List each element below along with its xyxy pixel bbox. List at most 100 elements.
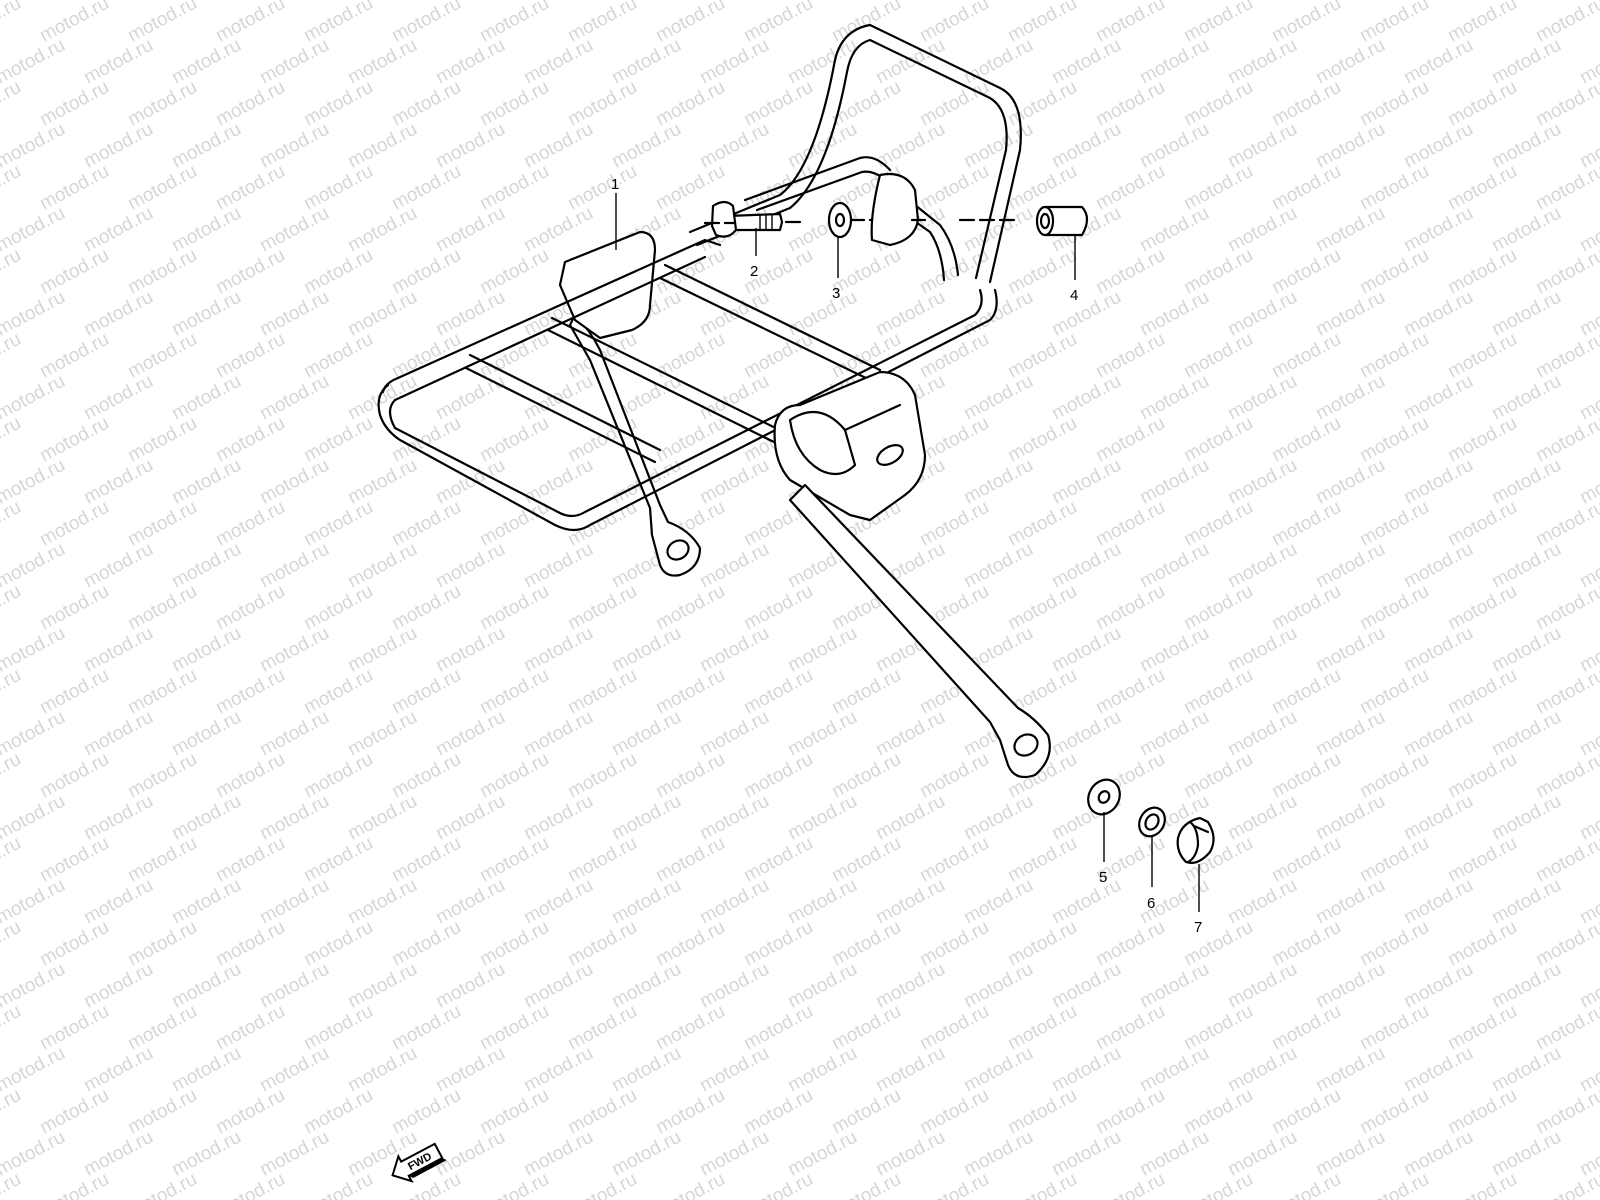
watermark-text: motod.ru bbox=[0, 0, 25, 46]
watermark-text: motod.ru bbox=[476, 749, 552, 803]
watermark-text: motod.ru bbox=[256, 455, 332, 509]
watermark-text: motod.ru bbox=[1444, 665, 1520, 719]
watermark-text: motod.ru bbox=[432, 35, 508, 89]
watermark-text: motod.ru bbox=[168, 707, 244, 761]
watermark-text: motod.ru bbox=[124, 413, 200, 467]
watermark-text: motod.ru bbox=[740, 77, 816, 131]
watermark-text: motod.ru bbox=[1356, 581, 1432, 635]
watermark-text: motod.ru bbox=[1312, 539, 1388, 593]
watermark-text: motod.ru bbox=[696, 539, 772, 593]
watermark-text: motod.ru bbox=[1532, 0, 1600, 46]
watermark-text: motod.ru bbox=[1048, 371, 1124, 425]
watermark-text: motod.ru bbox=[212, 161, 288, 215]
watermark-text: motod.ru bbox=[1136, 959, 1212, 1013]
watermark-text: motod.ru bbox=[36, 161, 112, 215]
watermark-text: motod.ru bbox=[916, 497, 992, 551]
watermark-text: motod.ru bbox=[784, 791, 860, 845]
watermark-text: motod.ru bbox=[1488, 791, 1564, 845]
watermark-text: motod.ru bbox=[1400, 455, 1476, 509]
watermark-text: motod.ru bbox=[1180, 917, 1256, 971]
watermark-text: motod.ru bbox=[960, 35, 1036, 89]
watermark-text: motod.ru bbox=[960, 1043, 1036, 1097]
bolt-part-2 bbox=[710, 200, 784, 238]
cap-nut-part-7 bbox=[1176, 816, 1215, 864]
watermark-text: motod.ru bbox=[344, 959, 420, 1013]
watermark-text: motod.ru bbox=[168, 1127, 244, 1181]
watermark-text: motod.ru bbox=[432, 119, 508, 173]
watermark-text: motod.ru bbox=[300, 833, 376, 887]
watermark-text: motod.ru bbox=[212, 581, 288, 635]
washer-part-5 bbox=[1087, 778, 1121, 816]
watermark-text: motod.ru bbox=[696, 791, 772, 845]
watermark-text: motod.ru bbox=[300, 77, 376, 131]
watermark-text: motod.ru bbox=[1356, 1169, 1432, 1200]
watermark-text: motod.ru bbox=[1268, 749, 1344, 803]
watermark-text: motod.ru bbox=[1004, 1085, 1080, 1139]
watermark-text: motod.ru bbox=[432, 1127, 508, 1181]
watermark-text: motod.ru bbox=[124, 581, 200, 635]
watermark-text: motod.ru bbox=[1268, 77, 1344, 131]
watermark-text: motod.ru bbox=[1180, 1001, 1256, 1055]
watermark-text: motod.ru bbox=[608, 1043, 684, 1097]
callout-6: 6 bbox=[1147, 895, 1155, 912]
watermark-text: motod.ru bbox=[1356, 917, 1432, 971]
watermark-text: motod.ru bbox=[960, 875, 1036, 929]
watermark-text: motod.ru bbox=[0, 161, 25, 215]
watermark-text: motod.ru bbox=[828, 1001, 904, 1055]
watermark-text: motod.ru bbox=[608, 959, 684, 1013]
watermark-text: motod.ru bbox=[432, 371, 508, 425]
watermark-text: motod.ru bbox=[1048, 623, 1124, 677]
watermark-text: motod.ru bbox=[476, 497, 552, 551]
watermark-text: motod.ru bbox=[388, 497, 464, 551]
watermark-text: motod.ru bbox=[1268, 161, 1344, 215]
watermark-text: motod.ru bbox=[1224, 539, 1300, 593]
watermark-text: motod.ru bbox=[80, 455, 156, 509]
watermark-text: motod.ru bbox=[36, 245, 112, 299]
watermark-text: motod.ru bbox=[80, 35, 156, 89]
watermark-text: motod.ru bbox=[300, 161, 376, 215]
watermark-text: motod.ru bbox=[36, 1169, 112, 1200]
watermark-text: motod.ru bbox=[1224, 371, 1300, 425]
watermark-text: motod.ru bbox=[300, 1169, 376, 1200]
watermark-text: motod.ru bbox=[212, 497, 288, 551]
watermark-text: motod.ru bbox=[1532, 497, 1600, 551]
watermark-text: motod.ru bbox=[168, 1043, 244, 1097]
watermark-text: motod.ru bbox=[696, 959, 772, 1013]
watermark-text: motod.ru bbox=[520, 35, 596, 89]
watermark-text: motod.ru bbox=[124, 917, 200, 971]
watermark-text: motod.ru bbox=[256, 623, 332, 677]
watermark-text: motod.ru bbox=[300, 665, 376, 719]
watermark-text: motod.ru bbox=[520, 875, 596, 929]
watermark-text: motod.ru bbox=[740, 1085, 816, 1139]
watermark-text: motod.ru bbox=[0, 833, 25, 887]
watermark-text: motod.ru bbox=[1136, 623, 1212, 677]
watermark-text: motod.ru bbox=[1180, 77, 1256, 131]
watermark-text: motod.ru bbox=[784, 287, 860, 341]
watermark-text: motod.ru bbox=[1312, 455, 1388, 509]
watermark-text: motod.ru bbox=[344, 707, 420, 761]
watermark-text: motod.ru bbox=[36, 413, 112, 467]
watermark-text: motod.ru bbox=[740, 917, 816, 971]
watermark-text: motod.ru bbox=[1356, 329, 1432, 383]
watermark-text: motod.ru bbox=[344, 371, 420, 425]
watermark-text: motod.ru bbox=[1312, 119, 1388, 173]
watermark-text: motod.ru bbox=[0, 917, 25, 971]
watermark-text: motod.ru bbox=[652, 1169, 728, 1200]
watermark-text: motod.ru bbox=[520, 1043, 596, 1097]
watermark-text: motod.ru bbox=[1532, 1001, 1600, 1055]
watermark-text: motod.ru bbox=[1268, 1085, 1344, 1139]
watermark-text: motod.ru bbox=[432, 875, 508, 929]
watermark-text: motod.ru bbox=[916, 749, 992, 803]
watermark-text: motod.ru bbox=[1444, 1169, 1520, 1200]
watermark-text: motod.ru bbox=[740, 749, 816, 803]
watermark-text: motod.ru bbox=[1224, 707, 1300, 761]
watermark-text: motod.ru bbox=[1444, 833, 1520, 887]
watermark-text: motod.ru bbox=[784, 959, 860, 1013]
watermark-text: motod.ru bbox=[740, 581, 816, 635]
watermark-text: motod.ru bbox=[212, 329, 288, 383]
watermark-text: motod.ru bbox=[388, 1001, 464, 1055]
watermark-text: motod.ru bbox=[80, 1043, 156, 1097]
callout-labels: 1 2 3 4 5 6 7 bbox=[611, 176, 1202, 936]
watermark-text: motod.ru bbox=[1136, 1127, 1212, 1181]
watermark-text: motod.ru bbox=[1048, 455, 1124, 509]
